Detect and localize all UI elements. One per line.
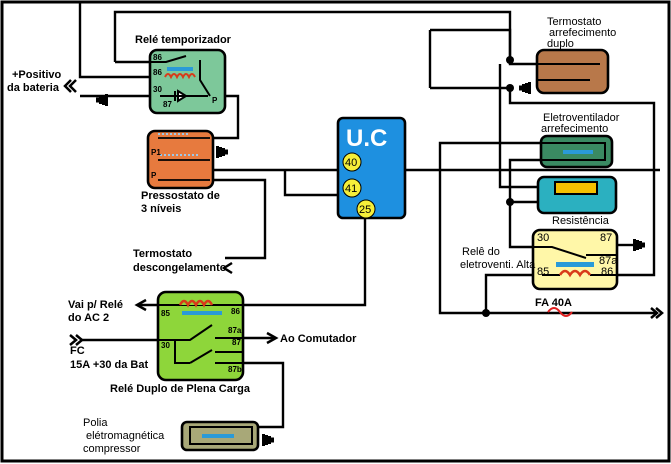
timer-relay: 86 86 30 87 P bbox=[148, 48, 227, 115]
fan-high-relay: 30 87 87a 85 86 bbox=[531, 228, 619, 291]
svg-text:87a: 87a bbox=[599, 255, 618, 267]
clutch-label-2: elétromagnética bbox=[86, 430, 165, 442]
fan-relay-label: Relê do bbox=[462, 246, 500, 258]
ground-icon bbox=[633, 239, 645, 251]
svg-text:87: 87 bbox=[163, 100, 172, 109]
svg-text:85: 85 bbox=[161, 309, 170, 318]
full-load-relay: 85 86 30 87a 87 87b bbox=[156, 290, 245, 382]
ecu-label: U.C bbox=[346, 125, 387, 152]
full-load-relay-label: Relé Duplo de Plena Carga bbox=[110, 383, 251, 395]
svg-text:30: 30 bbox=[537, 232, 549, 244]
svg-text:86: 86 bbox=[153, 68, 162, 77]
thermostat-label-2: arrefecimento bbox=[549, 27, 616, 39]
ground-icon bbox=[216, 146, 228, 158]
fc-label: FC bbox=[70, 345, 85, 357]
wires bbox=[78, 2, 660, 429]
battery-positive-label-2: da bateria bbox=[7, 82, 60, 94]
diode-icon bbox=[160, 89, 208, 103]
resistor-label: Resistência bbox=[552, 215, 610, 227]
svg-text:P: P bbox=[151, 171, 157, 180]
switch-label: Ao Comutador bbox=[280, 333, 357, 345]
svg-text:P: P bbox=[212, 96, 218, 105]
svg-text:30: 30 bbox=[161, 341, 170, 350]
svg-text:87b: 87b bbox=[228, 365, 242, 374]
ac2-relay-label-2: do AC 2 bbox=[68, 312, 109, 324]
fc-label-2: 15A +30 da Bat bbox=[70, 359, 148, 371]
svg-text:30: 30 bbox=[153, 85, 162, 94]
ecu-pin-41: 41 bbox=[345, 183, 357, 195]
arrow-heads bbox=[63, 79, 664, 346]
ecu-pin-40: 40 bbox=[345, 157, 357, 169]
svg-text:85: 85 bbox=[537, 266, 549, 278]
fuse-icon bbox=[547, 307, 573, 317]
fan-label: Eletroventilador bbox=[543, 112, 620, 124]
fan-label-2: arrefecimento bbox=[541, 123, 608, 135]
svg-text:86: 86 bbox=[231, 307, 240, 316]
coil-icon bbox=[164, 73, 196, 80]
fuse-label: FA 40A bbox=[535, 297, 572, 309]
ecu-pin-25: 25 bbox=[359, 204, 371, 216]
svg-text:P1: P1 bbox=[151, 148, 161, 157]
pressure-switch-label: Pressostato de bbox=[141, 190, 220, 202]
clutch-label-3: compressor bbox=[83, 443, 141, 455]
pressure-switch-label-2: 3 níveis bbox=[141, 203, 181, 215]
svg-text:87: 87 bbox=[600, 232, 612, 244]
svg-text:87a: 87a bbox=[228, 326, 242, 335]
pressure-switch: P1 P bbox=[146, 129, 215, 190]
ecu-unit: U.C 40 41 25 bbox=[336, 116, 407, 220]
battery-positive-label: +Positivo bbox=[12, 69, 61, 81]
fan-relay-label-2: eletroventi. Alta bbox=[460, 259, 536, 271]
defrost-thermostat-label: Termostato bbox=[133, 248, 192, 260]
timer-relay-label: Relé temporizador bbox=[135, 34, 232, 46]
ground-icon bbox=[262, 434, 274, 446]
junction-dots bbox=[482, 56, 514, 317]
clutch-label: Polia bbox=[83, 417, 108, 429]
thermostat-label-3: duplo bbox=[547, 38, 574, 50]
dual-thermostat bbox=[535, 48, 610, 95]
thermostat-label: Termostato bbox=[547, 16, 601, 28]
svg-text:86: 86 bbox=[601, 266, 613, 278]
svg-text:87: 87 bbox=[232, 338, 241, 347]
ac2-relay-label: Vai p/ Relé bbox=[68, 299, 123, 311]
ground-icon bbox=[519, 82, 531, 94]
svg-text:86: 86 bbox=[153, 53, 162, 62]
defrost-thermostat-label-2: descongelamento bbox=[133, 262, 227, 274]
